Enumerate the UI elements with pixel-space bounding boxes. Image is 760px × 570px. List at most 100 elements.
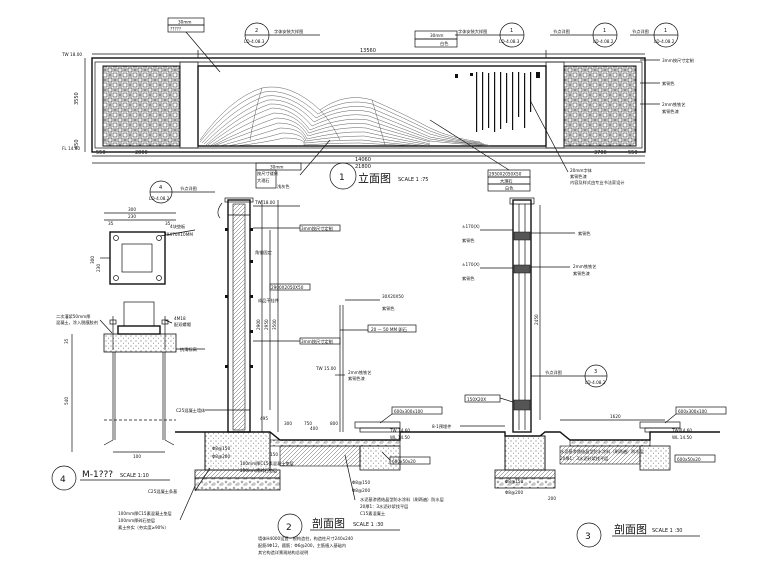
svg-text:1: 1 bbox=[603, 28, 606, 34]
s2-label-copper-paint: 紫铜色漆 bbox=[348, 375, 365, 382]
s2-c15: C15素混凝土 bbox=[360, 510, 385, 517]
svg-text:1: 1 bbox=[339, 173, 345, 183]
s2-label-iron-art: 2mm铁铁艺 bbox=[348, 369, 371, 376]
s3-label-embed: 8-1预埋件 bbox=[432, 423, 451, 430]
dim-300-top: 300 bbox=[128, 207, 136, 212]
s2-note-2: 配筋4Φ12，箍筋：Φ6@200，主筋植入基础内 bbox=[258, 542, 346, 549]
label-4m18: 4M18 bbox=[174, 316, 186, 321]
s3-label-b6: 2mm铁铁艺 bbox=[573, 263, 596, 270]
dim-2950: 2950 bbox=[264, 319, 269, 330]
callout-section-3-node[interactable]: 3 LD-4.08.2 节点详图 bbox=[531, 364, 608, 388]
section-2-view: 2900 2950 3500 495 TW 18.00 3mm按尺寸定制 角钢固… bbox=[118, 197, 444, 556]
dim-14060: 14060 bbox=[355, 157, 371, 163]
label-concrete: 混凝土，涂入脱膜胶剂 bbox=[56, 319, 98, 326]
s3-label-b8: 150X20X bbox=[467, 397, 486, 402]
s2-rebar-4: Φ8@200 bbox=[352, 488, 370, 493]
svg-text:4: 4 bbox=[60, 475, 66, 485]
s2-dim-300: 300 bbox=[284, 421, 292, 426]
label-copper-paint-2: 紫铜色漆 bbox=[570, 173, 587, 180]
svg-text:2: 2 bbox=[286, 523, 292, 533]
callout-section-3[interactable]: 3 bbox=[576, 522, 602, 548]
s2-note-3: 其它构造详景观结构总说明 bbox=[258, 549, 308, 556]
dim-35-side: 35 bbox=[64, 338, 69, 344]
s3-pond-slab bbox=[559, 445, 641, 465]
s3-pond-gravel bbox=[569, 439, 651, 447]
scale-detail-4: SCALE 1:10 bbox=[120, 473, 149, 479]
s2-c25-strip: C25混凝土条基 bbox=[148, 488, 178, 495]
s3-level-wl: WL 14.50 bbox=[672, 435, 692, 440]
dim-300-side: 300 bbox=[90, 256, 95, 264]
label-carved: 按尺寸镂刻 bbox=[257, 170, 278, 177]
s2-dim-750: 750 bbox=[304, 421, 312, 426]
s3-edge-footing bbox=[639, 445, 671, 471]
s2-level-tw-14: TW 14.60 bbox=[389, 428, 410, 433]
label-grout: 二次灌浆50mm厚 bbox=[56, 313, 90, 320]
dim-230-side: 230 bbox=[96, 264, 101, 272]
s2-rebar-1: Φ8@150 bbox=[212, 446, 230, 451]
left-pier bbox=[179, 61, 199, 149]
s2-dim-150: 150 bbox=[270, 452, 278, 457]
callout-font-detail-2[interactable]: 1 LD-4.08.3 字体安装大样图 bbox=[455, 22, 525, 48]
note-3mm-custom: 3mm按尺寸定制 bbox=[662, 57, 694, 64]
dim-540: 540 bbox=[64, 397, 69, 405]
level-top-elevation: TW 18.00 bbox=[61, 52, 82, 57]
wall-core bbox=[232, 203, 246, 431]
scale-section-2: SCALE 1 :30 bbox=[353, 522, 383, 528]
s2-layer-1: 100mm厚C15素混凝土垫层 bbox=[118, 510, 172, 517]
callout-elevation-number[interactable]: 1 bbox=[329, 162, 357, 190]
s3-footing bbox=[504, 435, 546, 471]
elevation-view: 13560 2800 550 3700 550 14060 21800 3550… bbox=[61, 17, 694, 192]
title-detail-4: M-1??? bbox=[82, 470, 113, 480]
s3-label-b2: 紫铜色 bbox=[462, 237, 475, 244]
scale-elevation: SCALE 1 :75 bbox=[398, 177, 428, 183]
callout-font-detail-1[interactable]: 2 LD-4.08.3 字体安装大样图 bbox=[244, 22, 320, 48]
callout-detail-4-title[interactable]: 4 bbox=[51, 465, 77, 491]
dim-35-b: 35 bbox=[165, 221, 171, 226]
label-30mm-top: 30mm bbox=[178, 20, 192, 25]
dim-550-right: 550 bbox=[628, 150, 638, 156]
svg-text:LD-4.08.2: LD-4.08.2 bbox=[585, 380, 606, 385]
s3-label-600x300: 600x300x100 bbox=[678, 409, 707, 414]
dim-21800: 21800 bbox=[355, 164, 371, 170]
callout-node-detail-2[interactable]: 1 LD-4.08.2 节点详图 bbox=[630, 22, 679, 48]
callout-node-detail-1[interactable]: 1 LD-4.08.2 节点详图 bbox=[550, 22, 618, 48]
s2-label-600x300: 600x300x100 bbox=[394, 409, 423, 414]
dim-100-bottom: 100 bbox=[133, 454, 141, 459]
s2-label-panel-size: 2900X2050X50 bbox=[271, 285, 304, 290]
title-section-3: 剖面图 bbox=[614, 522, 647, 536]
label-slip-level: 抗滑标高 bbox=[180, 346, 197, 353]
note-iron-art: 2mm铁铁艺 bbox=[662, 101, 685, 108]
detail-4-view: 4 LD-4.08.2 节点详图 300 230 35 35 300 230 4… bbox=[51, 180, 215, 491]
s2-label-3mm-b: 3mm按尺寸定制 bbox=[301, 338, 333, 345]
s2-dim-800: 800 bbox=[330, 421, 338, 426]
label-pad-size: 70X70X10MM bbox=[164, 232, 193, 237]
strip-footing bbox=[204, 431, 271, 471]
s2-label-3mm: 3mm按尺寸定制 bbox=[301, 225, 333, 232]
label-30mm-btm: 30mm bbox=[270, 165, 284, 170]
s3-waterproof: 水泥基渗透结晶型防水涂料（刷两遍）防水层 bbox=[560, 448, 644, 455]
callout-detail-4[interactable]: 4 LD-4.08.2 节点详图 bbox=[149, 180, 215, 204]
dim-3500: 3500 bbox=[272, 319, 277, 330]
dim-550-left: 550 bbox=[96, 150, 106, 156]
s2-level-wl: WL 14.50 bbox=[390, 435, 410, 440]
s3-concrete-base bbox=[494, 469, 556, 479]
svg-text:LD-4.08.3: LD-4.08.3 bbox=[244, 39, 265, 44]
s2-edge-footing bbox=[359, 445, 401, 471]
title-elevation: 立面图 bbox=[358, 171, 391, 185]
section-3-view: 2450 ±170(X) 紫铜色 紫铜色 ±170(X) 紫铜色 2mm铁铁艺 … bbox=[430, 197, 727, 548]
s2-gravel-note: 100mm厚碎石垫层 bbox=[240, 467, 277, 474]
label-calligraphy-note: 内容及样式由专业书法家设计 bbox=[570, 179, 624, 186]
s2-label-30x20: 30X20X50 bbox=[382, 294, 404, 299]
svg-text:字体安装大样图: 字体安装大样图 bbox=[274, 28, 303, 35]
note-copper-paint: 紫铜色漆 bbox=[662, 108, 679, 115]
callout-section-2[interactable]: 2 bbox=[277, 513, 303, 539]
svg-text:字体安装大样图: 字体安装大样图 bbox=[458, 28, 487, 35]
label-question-top: ????? bbox=[170, 27, 181, 32]
level-tw-15: TW 15.00 bbox=[315, 366, 336, 371]
s2-label-600x50: 600x50x20 bbox=[392, 459, 416, 464]
s3-level-tw: TW 14.60 bbox=[671, 428, 692, 433]
s3-dim-1620: 1620 bbox=[610, 414, 621, 419]
s2-rebar-2: Φ8@200 bbox=[212, 454, 230, 459]
title-section-2: 剖面图 bbox=[312, 516, 345, 530]
label-20mm-font: 20mm字体 bbox=[570, 167, 593, 174]
